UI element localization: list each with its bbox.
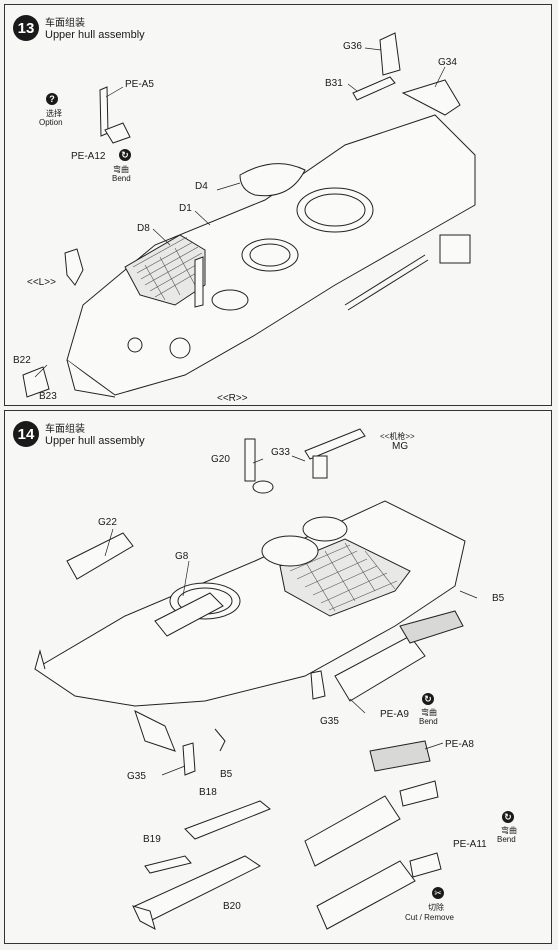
cut-label-en: Cut / Remove [405, 913, 454, 922]
step-title-cn: 车面组装 [45, 424, 85, 435]
left-side-mark: <<L>> [27, 277, 56, 288]
callout-g22: G22 [98, 517, 117, 528]
callout-b23: B23 [39, 391, 57, 402]
mg-label-cn: <<机枪>> [380, 432, 415, 441]
callout-d4: D4 [195, 181, 208, 192]
upper-hull-drawing-14 [5, 411, 553, 945]
callout-d8: D8 [137, 223, 150, 234]
callout-b18: B18 [199, 787, 217, 798]
callout-b5-right: B5 [492, 593, 505, 604]
option-label-en: Option [39, 118, 63, 127]
callout-b19: B19 [143, 834, 161, 845]
right-side-mark: <<R>> [217, 393, 248, 404]
step-number-badge: 13 [13, 15, 39, 41]
callout-b20: B20 [223, 901, 241, 912]
step-title-cn: 车面组装 [45, 18, 85, 29]
bend-icon: ↻ [119, 149, 131, 161]
bend-label-en: Bend [112, 174, 131, 183]
callout-g35-left: G35 [127, 771, 146, 782]
option-label-cn: 选择 [46, 109, 62, 118]
callout-pe-a9: PE-A9 [380, 709, 409, 720]
bend-label-cn-2: 弯曲 [501, 826, 517, 835]
cut-label-cn: 切除 [428, 903, 444, 912]
upper-hull-drawing-13 [5, 5, 553, 407]
callout-pe-a11: PE-A11 [453, 839, 487, 850]
callout-g8: G8 [175, 551, 189, 562]
callout-d1: D1 [179, 203, 192, 214]
callout-g36: G36 [343, 41, 362, 52]
step-14-panel: 14 车面组装 Upper hull assembly [4, 410, 552, 944]
bend-label-en-1: Bend [419, 717, 438, 726]
step-13-panel: 13 车面组装 Upper hull assembly [4, 4, 552, 406]
callout-b22: B22 [13, 355, 31, 366]
step-title-en: Upper hull assembly [45, 29, 145, 41]
step-number-badge: 14 [13, 421, 39, 447]
callout-g33: G33 [271, 447, 290, 458]
bend-label-cn-1: 弯曲 [421, 708, 437, 717]
step-title-en: Upper hull assembly [45, 435, 145, 447]
question-icon: ? [46, 93, 58, 105]
callout-b31: B31 [325, 78, 343, 89]
callout-g35-mid: G35 [320, 716, 339, 727]
mg-label-en: MG [392, 441, 409, 452]
callout-pe-a8: PE-A8 [445, 739, 474, 750]
callout-g20: G20 [211, 454, 230, 465]
bend-icon: ↻ [422, 693, 434, 705]
callout-g34: G34 [438, 57, 457, 68]
cut-icon: ✂ [432, 887, 444, 899]
callout-b5-left: B5 [220, 769, 233, 780]
bend-icon: ↻ [502, 811, 514, 823]
callout-pe-a5: PE-A5 [125, 79, 154, 90]
bend-label-cn: 弯曲 [113, 165, 129, 174]
bend-label-en-2: Bend [497, 835, 516, 844]
callout-pe-a12: PE-A12 [71, 151, 106, 162]
